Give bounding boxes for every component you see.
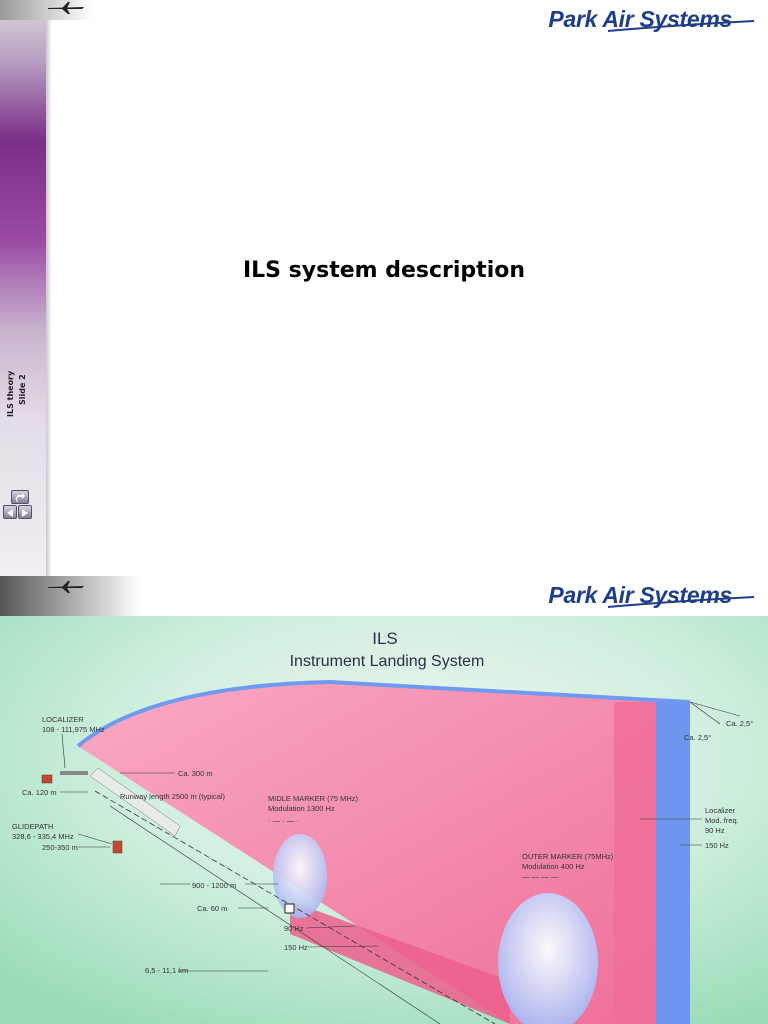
diagram-subheading: Instrument Landing System	[290, 653, 485, 670]
airplane-icon	[48, 581, 84, 593]
leader-line	[77, 833, 113, 845]
glidepath-strip	[290, 901, 510, 1024]
course-label: ILS theory	[6, 370, 15, 417]
glidepath-freq-label: 328,6 - 335,4 MHz	[12, 832, 74, 841]
nav-return-button[interactable]	[11, 490, 29, 504]
brand-logo: Park Air Systems	[548, 582, 732, 608]
brand-logo: Park Air Systems	[548, 6, 732, 32]
leader-line	[689, 701, 721, 725]
localizer-freq-label: 108 - 111,975 MHz	[42, 725, 105, 734]
localizer-antenna-icon	[41, 774, 53, 784]
hz90-label: 90 Hz	[284, 924, 304, 933]
runway	[89, 767, 181, 837]
outer-marker-code: — — — —	[522, 872, 559, 881]
middle-marker-antenna-icon	[284, 903, 295, 914]
outer-marker-mod-label: Modulation 400 Hz	[522, 862, 585, 871]
glidepath-antenna-icon	[112, 840, 123, 854]
diagram-slide: Park Air Systems	[0, 576, 768, 1024]
slide-number-label: Slide 2	[18, 374, 27, 405]
localizer-mod-label-1: Localizer	[705, 806, 736, 815]
arrow-left-icon	[7, 509, 13, 517]
header-strip	[0, 0, 92, 20]
nav-next-button[interactable]	[18, 505, 32, 519]
middle-marker-code: · — · — ·	[268, 816, 299, 825]
hz150-label: 150 Hz	[284, 943, 308, 952]
distance-250-350-label: 250-350 m	[42, 843, 78, 852]
ca300-label: Ca. 300 m	[178, 769, 213, 778]
slide-title: ILS system description	[242, 258, 526, 283]
lobe-side-blue	[656, 702, 690, 1024]
sidebar-band	[0, 0, 46, 576]
diagram-heading: ILS	[372, 629, 398, 648]
localizer-array-icon	[60, 771, 88, 775]
dimension-line	[109, 805, 441, 1024]
angle-label-2: Ca. 2,5°	[684, 733, 711, 742]
distance-900-1200-label: 900 - 1200 m	[192, 881, 236, 890]
nav-prev-button[interactable]	[3, 505, 17, 519]
arrow-right-icon	[22, 509, 28, 517]
slide-side-label: ILS theory Slide 2	[4, 355, 44, 425]
brand-swoosh-icon	[607, 596, 755, 608]
outer-marker-label: OUTER MARKER (75MHz)	[522, 852, 614, 861]
localizer-mod-label-2: Mod. freq.	[705, 816, 739, 825]
header-strip	[0, 576, 140, 616]
runway-label: Runway length 2500 m (typical)	[120, 792, 226, 801]
return-icon	[15, 493, 25, 502]
middle-marker-bubble	[273, 834, 327, 918]
leader-line	[689, 701, 741, 717]
middle-marker-mod-label: Modulation 1300 Hz	[268, 804, 335, 813]
lobe-top-edge	[76, 679, 691, 748]
ca60-label: Ca. 60 m	[197, 904, 227, 913]
localizer-150-label: 150 Hz	[705, 841, 729, 850]
airplane-icon	[48, 2, 84, 14]
leader-line	[305, 925, 356, 929]
glidepath-label: GLIDEPATH	[12, 822, 53, 831]
localizer-label: LOCALIZER	[42, 715, 84, 724]
distance-km-label: 6,5 - 11,1 km	[145, 966, 188, 975]
angle-label-1: Ca. 2,5°	[726, 719, 753, 728]
middle-marker-label: MIDLE MARKER (75 MHz)	[268, 794, 359, 803]
sidebar-edge	[46, 0, 52, 576]
title-slide: Park Air Systems ILS theory Slide 2 ILS …	[0, 0, 755, 576]
ca120-label: Ca. 120 m	[22, 788, 57, 797]
brand-swoosh-icon	[607, 20, 755, 32]
leader-line	[61, 733, 66, 769]
ils-diagram: ILS Instrument Landing System LOCALIZER …	[0, 616, 768, 1024]
localizer-mod-label-3: 90 Hz	[705, 826, 725, 835]
outer-marker-bubble	[498, 893, 598, 1024]
extended-centerline	[94, 790, 496, 1024]
leader-line	[307, 945, 379, 948]
